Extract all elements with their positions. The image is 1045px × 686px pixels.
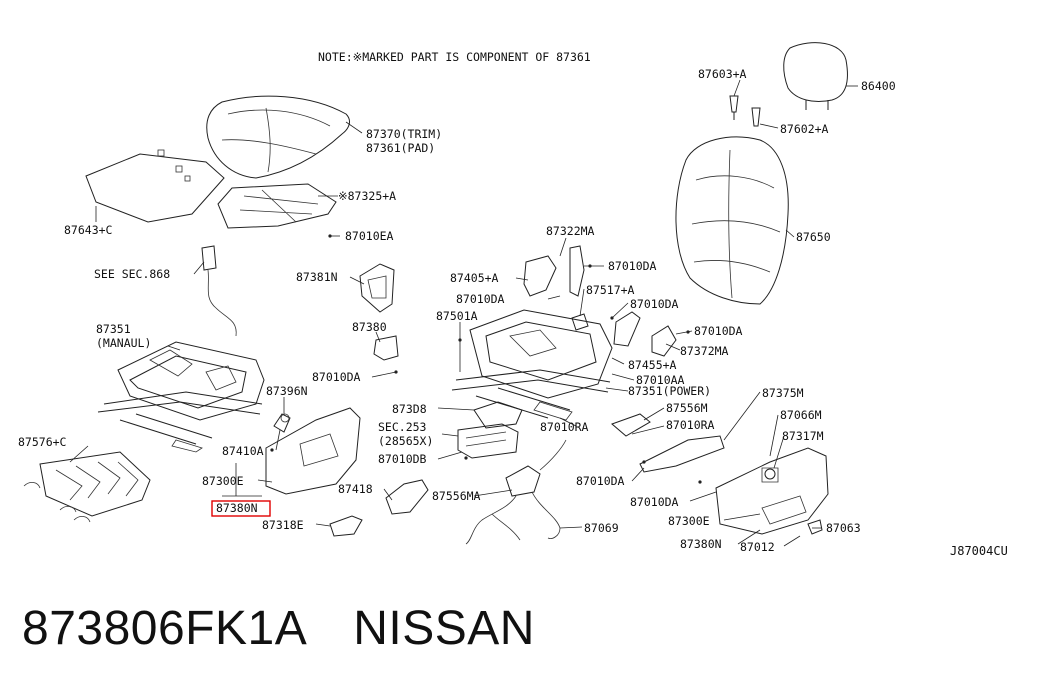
spring-mat-part <box>23 451 151 523</box>
side-shield-part <box>265 407 361 495</box>
label-87372ma: 87372MA <box>680 344 729 358</box>
label-87010ra-1: 87010RA <box>540 420 589 434</box>
label-87643c: 87643+C <box>64 223 113 237</box>
label-87556m: 87556M <box>666 401 708 415</box>
label-87396n: 87396N <box>266 384 308 398</box>
label-87455a: 87455+A <box>628 358 677 372</box>
label-87300e-left: 87300E <box>202 474 244 488</box>
brand-name: NISSAN <box>353 601 535 655</box>
label-87010aa: 87010AA <box>636 373 685 387</box>
reference-code: J87004CU <box>950 544 1008 558</box>
label-87380: 87380 <box>352 320 387 334</box>
headrest-guide-part <box>729 95 761 127</box>
label-87501a: 87501A <box>436 309 478 323</box>
lever-cover-part <box>385 479 429 515</box>
manual-seat-frame-part <box>97 341 265 453</box>
note-text: NOTE:※MARKED PART IS COMPONENT OF 87361 <box>318 50 591 64</box>
ecu-box-part <box>457 423 519 459</box>
label-87010da-3: 87010DA <box>630 297 679 311</box>
label-86400: 86400 <box>861 79 896 93</box>
label-87517a: 87517+A <box>586 283 635 297</box>
label-87351-manual-suffix: (MANAUL) <box>96 336 151 350</box>
anchor-dots <box>270 234 702 484</box>
cushion-trim-part <box>206 95 350 179</box>
label-87370: 87370(TRIM) <box>366 127 442 141</box>
label-87010ea: 87010EA <box>345 229 394 243</box>
label-87012: 87012 <box>740 540 775 554</box>
wire-harness-part <box>465 439 567 545</box>
harness-clip-part <box>611 413 651 437</box>
label-87063: 87063 <box>826 521 861 535</box>
label-87375m: 87375M <box>762 386 804 400</box>
label-87380n-highlighted: 87380N <box>216 501 258 515</box>
power-seat-frame-part <box>451 309 613 421</box>
label-87380n-right: 87380N <box>680 537 722 551</box>
label-87603a: 87603+A <box>698 67 747 81</box>
label-87650: 87650 <box>796 230 831 244</box>
switch-knob-part <box>761 467 779 483</box>
label-28565x: (28565X) <box>378 434 433 448</box>
seat-heater-part <box>217 183 337 229</box>
label-87010da-7: 87010DA <box>630 495 679 509</box>
callout-labels: 87603+A 86400 87602+A 87370(TRIM) 87361(… <box>18 67 896 554</box>
label-87317m: 87317M <box>782 429 824 443</box>
control-unit-part <box>473 401 523 429</box>
trim-strip-part <box>639 435 725 473</box>
caption: 873806FK1A NISSAN <box>22 596 535 660</box>
label-87322ma: 87322MA <box>546 224 595 238</box>
label-87410a: 87410A <box>222 444 264 458</box>
label-87361: 87361(PAD) <box>366 141 435 155</box>
label-87325a: ※87325+A <box>338 189 396 203</box>
recliner-bracket-part <box>359 263 399 361</box>
label-873d8: 873D8 <box>392 402 427 416</box>
label-87010db: 87010DB <box>378 452 427 466</box>
part-number: 873806FK1A <box>22 601 308 655</box>
label-87351-manual: 87351 <box>96 322 131 336</box>
label-87010da-5: 87010DA <box>312 370 361 384</box>
label-87576c: 87576+C <box>18 435 67 449</box>
recliner-cover-part <box>523 245 585 297</box>
leader-lines <box>69 79 858 547</box>
label-87602a: 87602+A <box>780 122 829 136</box>
label-87351-power: 87351(POWER) <box>628 384 711 398</box>
label-87381n: 87381N <box>296 270 338 284</box>
highlight-box <box>211 500 271 517</box>
label-87069: 87069 <box>584 521 619 535</box>
cushion-board-part <box>85 149 225 223</box>
seat-back-part <box>675 136 789 305</box>
headrest-part <box>783 42 848 110</box>
label-see-sec-868: SEE SEC.868 <box>94 267 170 281</box>
exploded-view-drawing: NOTE:※MARKED PART IS COMPONENT OF 87361 <box>18 42 1008 558</box>
recliner-knob-part <box>273 413 291 433</box>
seat-belt-buckle-part <box>201 245 237 337</box>
label-87318e: 87318E <box>262 518 304 532</box>
label-87010da-1: 87010DA <box>608 259 657 273</box>
label-sec-253: SEC.253 <box>378 420 427 434</box>
label-87418: 87418 <box>338 482 373 496</box>
power-side-shield-part <box>715 447 829 535</box>
label-87405a: 87405+A <box>450 271 499 285</box>
label-87010da-4: 87010DA <box>694 324 743 338</box>
label-87066m: 87066M <box>780 408 822 422</box>
label-87010da-6: 87010DA <box>576 474 625 488</box>
label-87300e-right: 87300E <box>668 514 710 528</box>
label-87556ma: 87556MA <box>432 489 481 503</box>
label-87010da-2: 87010DA <box>456 292 505 306</box>
label-87010ra-2: 87010RA <box>666 418 715 432</box>
finisher-part <box>329 515 363 537</box>
